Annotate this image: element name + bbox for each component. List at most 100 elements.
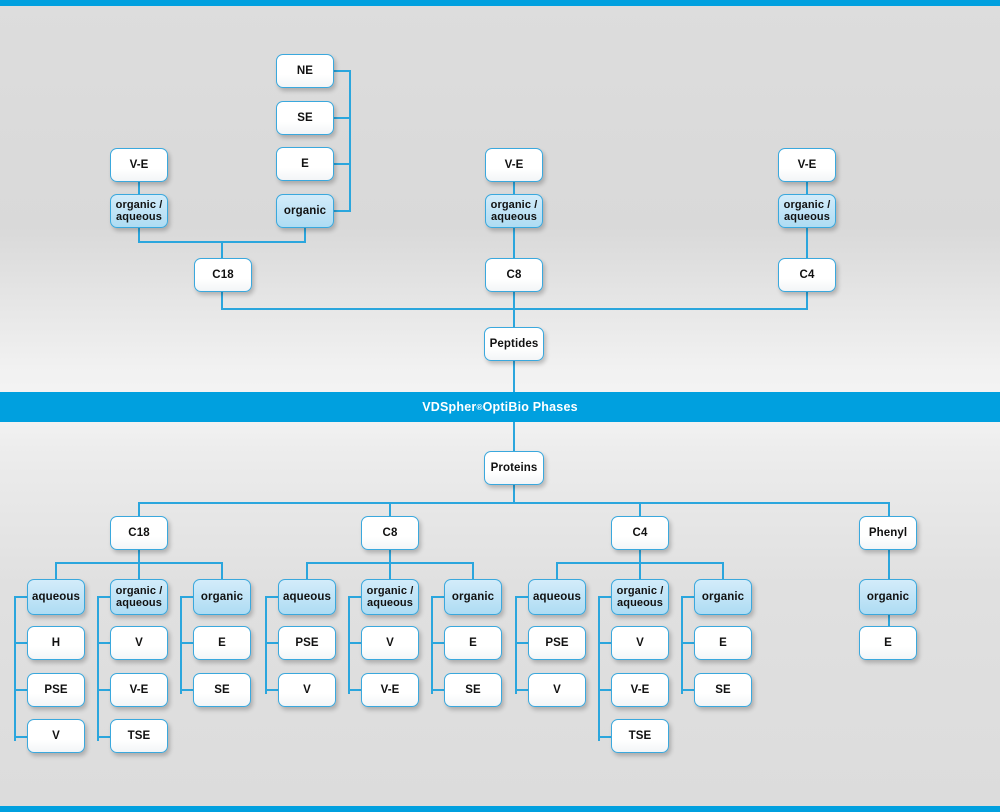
node-c4-org-item-1[interactable]: SE (694, 673, 752, 707)
connector-c18-oa-stub-0 (97, 642, 111, 644)
node-peptides-phase-c18[interactable]: C18 (194, 258, 252, 292)
node-peptides-c8-ve[interactable]: V-E (485, 148, 543, 182)
node-phenyl-org-item-0[interactable]: E (859, 626, 917, 660)
node-c4-mode-aqueous[interactable]: aqueous (528, 579, 586, 615)
node-c18-org-item-1[interactable]: SE (193, 673, 251, 707)
connector-proteins-down (513, 485, 515, 503)
connector-c4-oa-stub-0 (598, 642, 612, 644)
node-proteins-phase-c4[interactable]: C4 (611, 516, 669, 550)
node-c8-mode-aqueous[interactable]: aqueous (278, 579, 336, 615)
node-c18-org-item-0[interactable]: E (193, 626, 251, 660)
connector-c8g-m2 (472, 562, 474, 580)
node-peptides-c18-e[interactable]: E (276, 147, 334, 181)
connector-c18-org-bus (180, 596, 182, 694)
node-c4-aqueous-item-0[interactable]: PSE (528, 626, 586, 660)
node-peptides-c18-se[interactable]: SE (276, 101, 334, 135)
connector-c4-aqueous-stub-1 (515, 689, 529, 691)
connector-c18-se-stub (334, 117, 351, 119)
node-c4-mode-organic-aqueous[interactable]: organic / aqueous (611, 579, 669, 615)
connector-c4-aqueous-bus (515, 596, 517, 694)
connector-c8-aqueous-stub-0 (265, 642, 279, 644)
node-c18-aqueous-item-1[interactable]: PSE (27, 673, 85, 707)
node-c8-org-item-0[interactable]: E (444, 626, 502, 660)
connector-drop-phenyl (888, 502, 890, 516)
node-c8-aqueous-item-0[interactable]: PSE (278, 626, 336, 660)
node-c4-mode-organic[interactable]: organic (694, 579, 752, 615)
connector-c4-to-bus (806, 292, 808, 309)
node-c18-oa-item-1[interactable]: V-E (110, 673, 168, 707)
node-proteins-phase-phenyl[interactable]: Phenyl (859, 516, 917, 550)
connector-c4-org-bus (681, 596, 683, 694)
node-c4-oa-item-2[interactable]: TSE (611, 719, 669, 753)
connector-c4g-m0 (556, 562, 558, 580)
node-c18-mode-organic[interactable]: organic (193, 579, 251, 615)
node-c18-aqueous-item-0[interactable]: H (27, 626, 85, 660)
node-c8-aqueous-item-1[interactable]: V (278, 673, 336, 707)
node-proteins-phase-c18[interactable]: C18 (110, 516, 168, 550)
connector-c8g-down (389, 550, 391, 563)
node-proteins-root[interactable]: Proteins (484, 451, 544, 485)
connector-c8-ve-to-mode (513, 180, 515, 194)
node-c8-mode-organic[interactable]: organic (444, 579, 502, 615)
connector-drop-c4 (639, 502, 641, 516)
node-proteins-phase-c8[interactable]: C8 (361, 516, 419, 550)
node-c18-oa-item-2[interactable]: TSE (110, 719, 168, 753)
node-c8-org-item-1[interactable]: SE (444, 673, 502, 707)
bottom-accent-bar (0, 806, 1000, 812)
connector-c18-oa-head (97, 596, 111, 598)
node-c4-oa-item-0[interactable]: V (611, 626, 669, 660)
connector-phenyl-down (888, 550, 890, 579)
node-c4-oa-item-1[interactable]: V-E (611, 673, 669, 707)
connector-c4-org-stub-1 (681, 689, 695, 691)
connector-c18-org-head (180, 596, 194, 598)
connector-c8g-m0 (306, 562, 308, 580)
connector-c4-ve-to-mode (806, 180, 808, 194)
node-phenyl-mode-organic[interactable]: organic (859, 579, 917, 615)
connector-c18g-m0 (55, 562, 57, 580)
connector-c4g-down (639, 550, 641, 563)
connector-c8-aqueous-head (265, 596, 279, 598)
node-c18-aqueous-item-2[interactable]: V (27, 719, 85, 753)
node-c8-oa-item-1[interactable]: V-E (361, 673, 419, 707)
connector-c4-mode-to-phase (806, 228, 808, 258)
connector-c18-oa-bus (97, 596, 99, 741)
node-c18-mode-aqueous[interactable]: aqueous (27, 579, 85, 615)
connector-c4g-m1 (639, 562, 641, 580)
node-c4-aqueous-item-1[interactable]: V (528, 673, 586, 707)
connector-c18-aqueous-stub-1 (14, 689, 28, 691)
node-c18-mode-organic-aqueous[interactable]: organic / aqueous (110, 579, 168, 615)
node-peptides-c4-organic-aqueous[interactable]: organic / aqueous (778, 194, 836, 228)
node-peptides-phase-c8[interactable]: C8 (485, 258, 543, 292)
connector-c18-ne-stub (334, 70, 351, 72)
node-c8-oa-item-0[interactable]: V (361, 626, 419, 660)
node-c18-oa-item-0[interactable]: V (110, 626, 168, 660)
connector-c8-to-bus (513, 292, 515, 309)
connector-c8-org-bus (431, 596, 433, 694)
connector-c8-oa-stub-1 (348, 689, 362, 691)
node-peptides-root[interactable]: Peptides (484, 327, 544, 361)
connector-c18-right-bus (349, 70, 351, 212)
connector-c4-org-head (681, 596, 695, 598)
node-peptides-c4-ve[interactable]: V-E (778, 148, 836, 182)
connector-drop-c8 (389, 502, 391, 516)
connector-c4-aqueous-stub-0 (515, 642, 529, 644)
node-peptides-c18-ne[interactable]: NE (276, 54, 334, 88)
node-peptides-c18-organic-aqueous[interactable]: organic / aqueous (110, 194, 168, 228)
node-peptides-c8-organic-aqueous[interactable]: organic / aqueous (485, 194, 543, 228)
connector-proteins-bus (138, 502, 889, 504)
node-peptides-phase-c4[interactable]: C4 (778, 258, 836, 292)
node-peptides-c18-organic[interactable]: organic (276, 194, 334, 228)
connector-c18-left-down (138, 228, 140, 242)
node-c4-org-item-0[interactable]: E (694, 626, 752, 660)
connector-c18-aqueous-stub-2 (14, 736, 28, 738)
node-c8-mode-organic-aqueous[interactable]: organic / aqueous (361, 579, 419, 615)
connector-c4-oa-head (598, 596, 612, 598)
connector-c18-right-down (304, 228, 306, 242)
connector-c8-aqueous-bus (265, 596, 267, 694)
node-peptides-c18-ve[interactable]: V-E (110, 148, 168, 182)
connector-c18-oa-stub-2 (97, 736, 111, 738)
connector-c18g-m2 (221, 562, 223, 580)
connector-drop-c18 (138, 502, 140, 516)
connector-c8-org-head (431, 596, 445, 598)
